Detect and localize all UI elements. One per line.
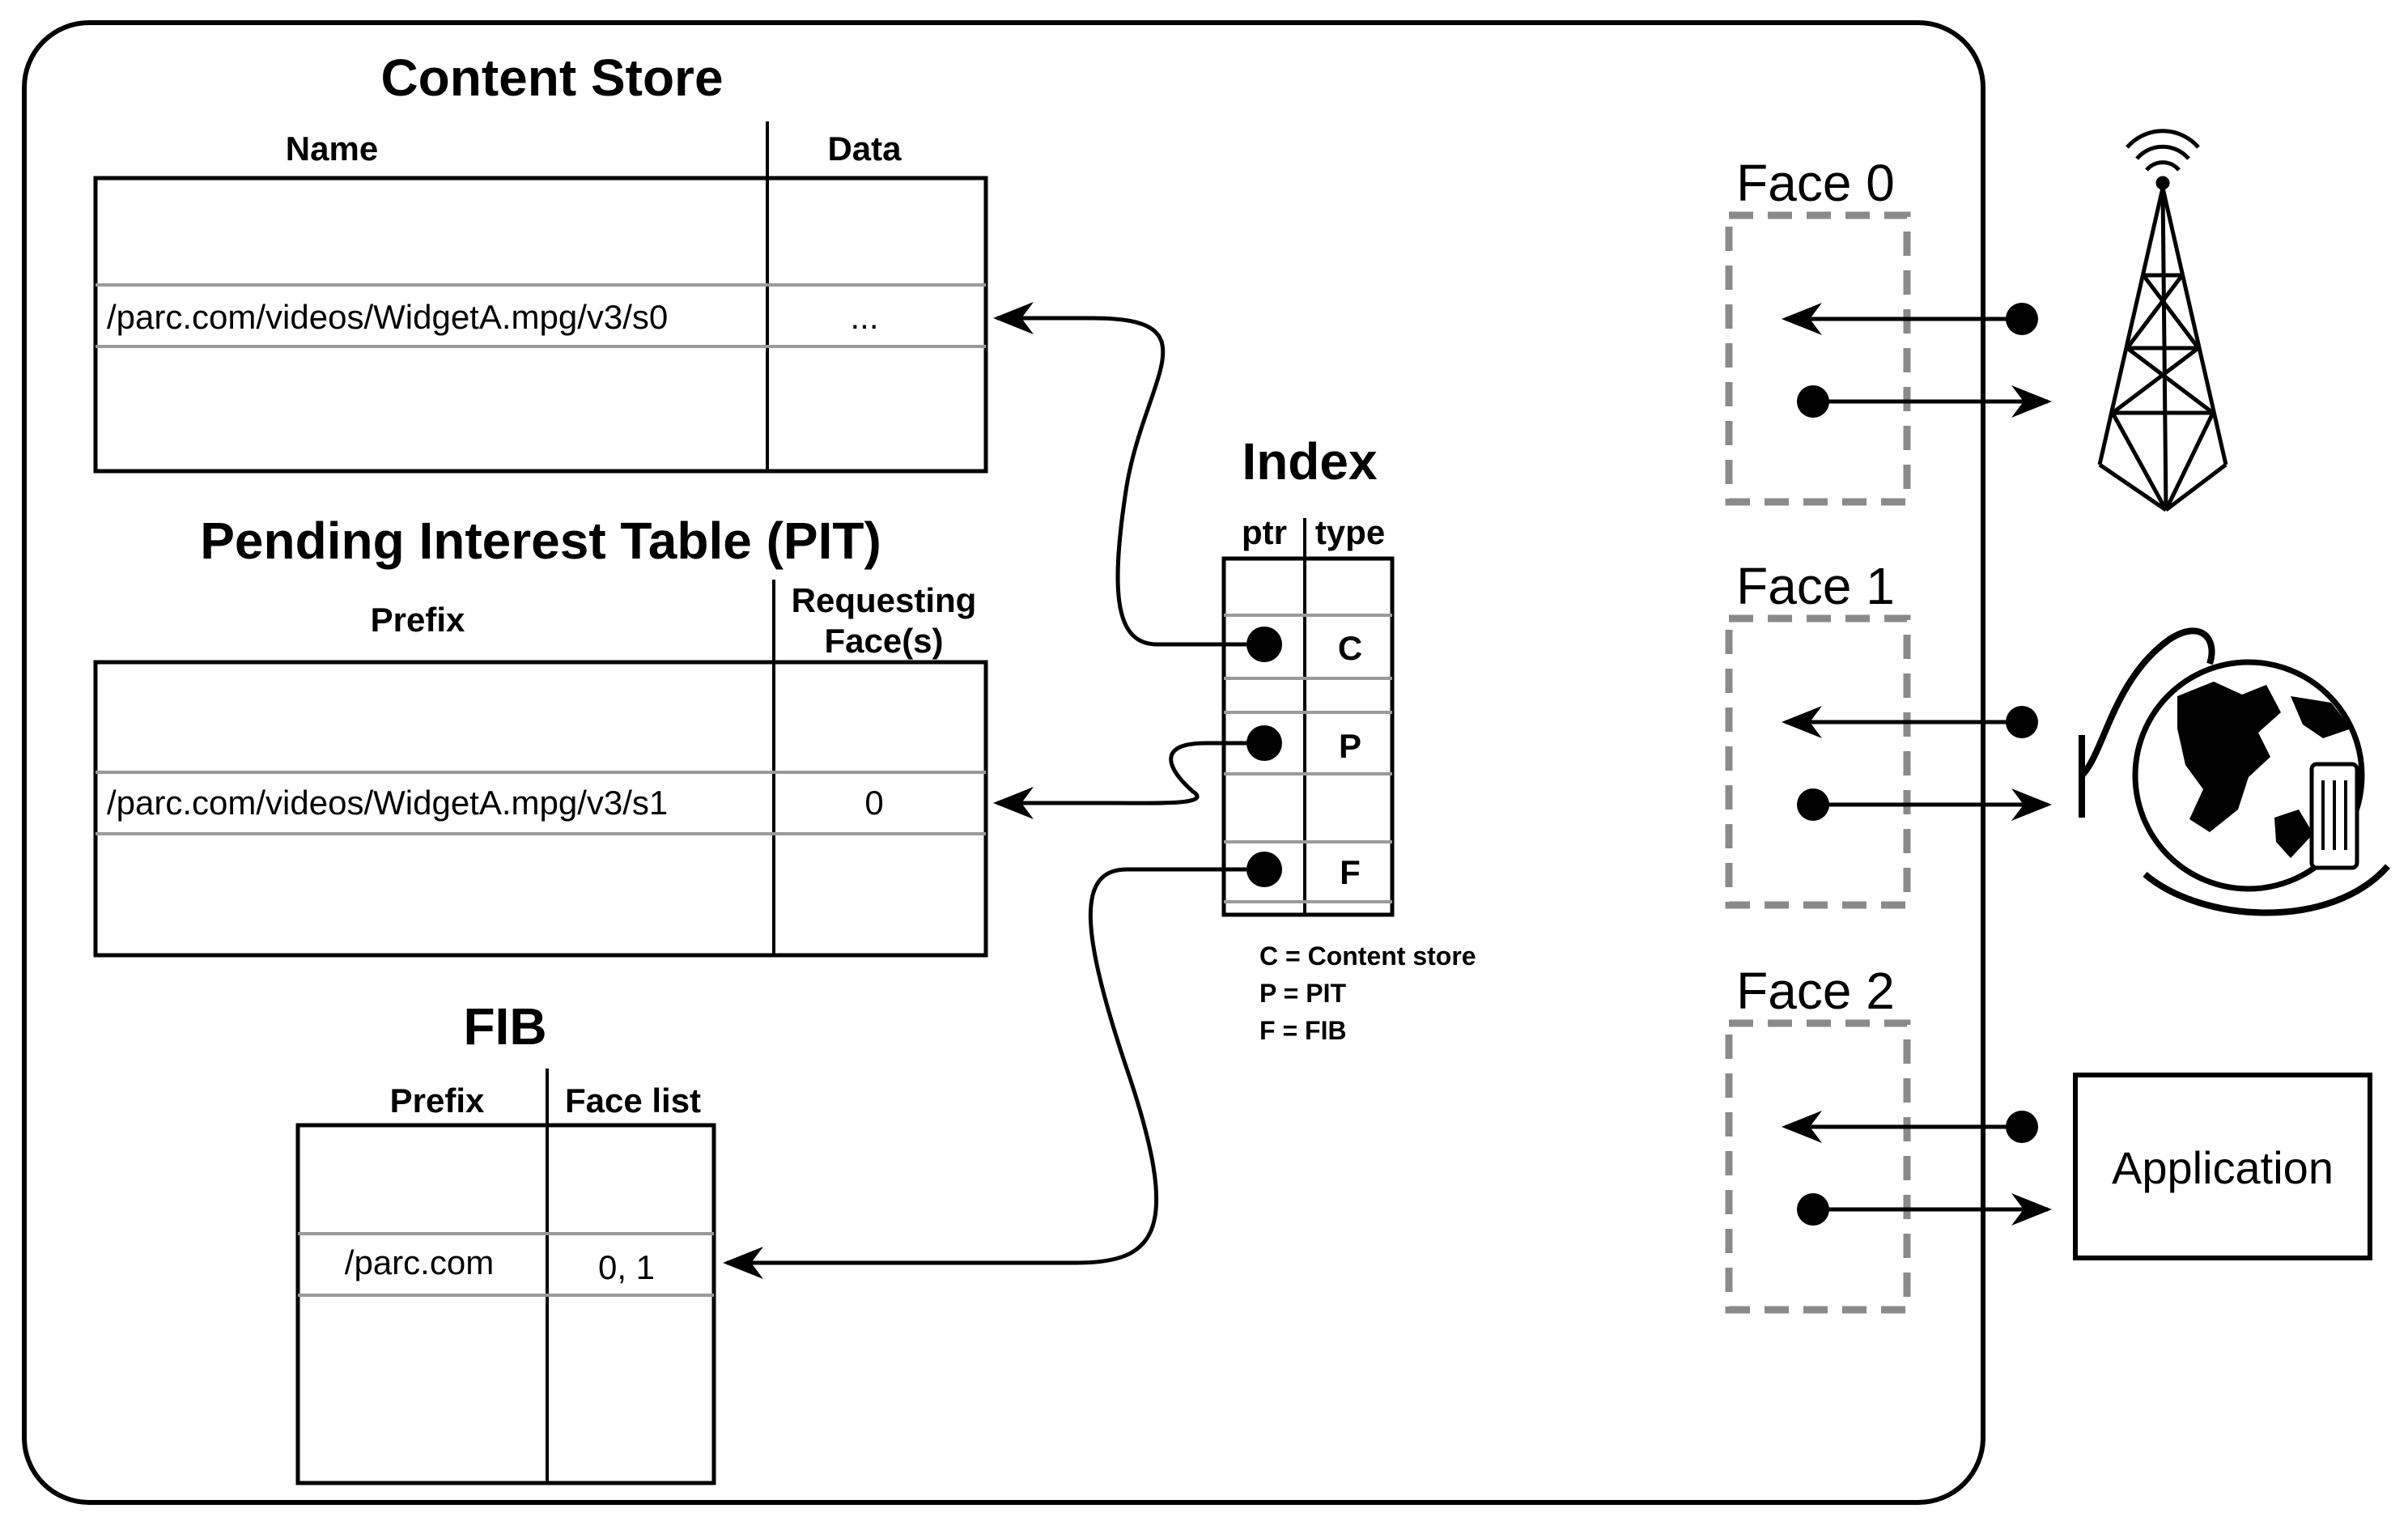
- pit-col-faces-line1: Requesting: [792, 581, 977, 619]
- pointer-to-fib: [723, 867, 1246, 1279]
- pit-row-faces: 0: [864, 784, 883, 822]
- content-store-col-name: Name: [286, 130, 378, 168]
- face-2-label: Face 2: [1736, 962, 1895, 1020]
- content-store-col-data: Data: [827, 130, 902, 168]
- pointer-to-content-store: [993, 302, 1246, 647]
- index-type-p: P: [1339, 727, 1361, 765]
- pit: Pending Interest Table (PIT) Prefix Requ…: [93, 512, 988, 958]
- content-store-title: Content Store: [380, 49, 723, 107]
- node-boundary: [22, 20, 1985, 1505]
- fib-row-prefix: /parc.com: [345, 1243, 494, 1281]
- fib-col-faces: Face list: [565, 1081, 701, 1120]
- fib: FIB Prefix Face list /parc.com 0, 1: [295, 997, 716, 1485]
- index-type-c: C: [1338, 629, 1362, 667]
- fib-table: [295, 1123, 716, 1485]
- index-col-ptr: ptr: [1242, 513, 1287, 551]
- index-type-f: F: [1340, 853, 1361, 891]
- face-2: Face 2: [1725, 962, 2052, 1314]
- pointer-to-pit: [993, 741, 1246, 819]
- pit-col-faces-line2: Face(s): [824, 622, 943, 660]
- index-legend-f: F = FIB: [1259, 1016, 1347, 1045]
- content-store-row-data: ...: [850, 298, 878, 336]
- index-title: Index: [1242, 432, 1378, 491]
- face-0-label: Face 0: [1736, 154, 1895, 212]
- globe-network-icon: [2079, 627, 2391, 916]
- application-box: Application: [2073, 1073, 2372, 1260]
- face-1: Face 1: [1725, 557, 2052, 909]
- application-label: Application: [2112, 1142, 2334, 1193]
- fib-col-prefix: Prefix: [390, 1081, 485, 1120]
- index-col-type: type: [1315, 513, 1385, 551]
- index-legend-c: C = Content store: [1259, 941, 1476, 971]
- face-1-label: Face 1: [1736, 557, 1895, 615]
- fib-row-faces: 0, 1: [598, 1248, 655, 1286]
- pit-title: Pending Interest Table (PIT): [200, 512, 881, 570]
- index: Index ptr type C P F C = Content store P…: [1221, 432, 1476, 1045]
- content-store-row-name: /parc.com/videos/WidgetA.mpg/v3/s0: [107, 298, 668, 336]
- radio-tower-icon: [2097, 129, 2228, 512]
- index-legend-p: P = PIT: [1259, 979, 1346, 1008]
- pit-row-prefix: /parc.com/videos/WidgetA.mpg/v3/s1: [107, 784, 668, 822]
- pit-table: [93, 660, 988, 958]
- content-store: Content Store Name Data /parc.com/videos…: [93, 49, 988, 474]
- index-ptr-dot-c: [1246, 627, 1282, 662]
- index-ptr-dot-p: [1246, 725, 1282, 761]
- fib-title: FIB: [463, 997, 546, 1056]
- content-store-table: [93, 176, 988, 474]
- face-0: Face 0: [1725, 154, 2052, 506]
- index-ptr-dot-f: [1246, 852, 1282, 887]
- pit-col-prefix: Prefix: [371, 601, 465, 639]
